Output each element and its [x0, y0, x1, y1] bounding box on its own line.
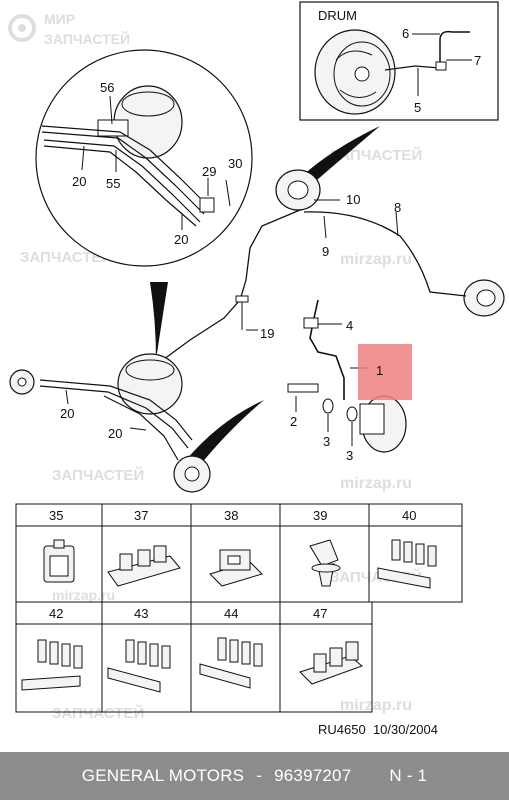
callout-4: 4: [346, 318, 353, 333]
watermark-text: ЗАПЧАСТЕЙ: [20, 248, 112, 266]
clip-44-icon: [199, 637, 263, 689]
part-label-35: 35: [49, 508, 63, 523]
parts-grid: 35 37 38 39 40 42 43 44 47: [15, 503, 463, 713]
clip-47-icon: [299, 641, 363, 685]
footer-bar: GENERAL MOTORS - 96397207 N - 1: [0, 752, 509, 800]
clip-35-icon: [43, 539, 75, 583]
clip-39-icon: [309, 539, 341, 587]
callout-19: 19: [260, 326, 274, 341]
callout-1: 1: [376, 363, 383, 378]
highlight-box: [358, 344, 412, 400]
callout-10: 10: [346, 192, 360, 207]
clip-38-icon: [209, 549, 263, 587]
part-label-39: 39: [313, 508, 327, 523]
part-label-47: 47: [313, 606, 327, 621]
callout-8: 8: [394, 200, 401, 215]
callout-29: 29: [202, 164, 216, 179]
watermark-text: ЗАПЧАСТЕЙ: [52, 704, 144, 722]
watermark-text: ЗАПЧАСТЕЙ: [52, 466, 144, 484]
part-label-44: 44: [224, 606, 238, 621]
callout-30: 30: [228, 156, 242, 171]
callout-20: 20: [72, 174, 86, 189]
watermark-text: mirzap.ru: [52, 587, 115, 603]
clip-37-icon: [107, 545, 181, 587]
callout-6: 6: [402, 26, 409, 41]
drawing-code: RU4650: [318, 722, 366, 737]
callout-9: 9: [322, 244, 329, 259]
callout-5: 5: [414, 100, 421, 115]
clip-43-icon: [107, 639, 171, 693]
drawing-reference: RU4650 10/30/2004: [318, 722, 438, 737]
callout-7: 7: [474, 53, 481, 68]
callout-2: 2: [290, 414, 297, 429]
part-label-37: 37: [134, 508, 148, 523]
watermark-logo-icon: [8, 14, 36, 42]
callout-20: 20: [60, 406, 74, 421]
pointer-swoosh: [150, 282, 168, 360]
drum-inset: DRUM 6 7 5: [299, 1, 499, 121]
page-indicator: N - 1: [389, 766, 428, 785]
drum-inset-title: DRUM: [318, 8, 357, 23]
callout-56: 56: [100, 80, 114, 95]
clip-40-icon: [377, 539, 437, 589]
pointer-swoosh: [186, 400, 264, 470]
part-label-38: 38: [224, 508, 238, 523]
watermark-text: ЗАПЧАСТЕЙ: [44, 30, 130, 47]
callout-20: 20: [108, 426, 122, 441]
callout-20: 20: [174, 232, 188, 247]
callout-3: 3: [323, 434, 330, 449]
main-assembly: 10 8 9 19 4 1 2 3 3 20 20: [9, 169, 505, 493]
separator: -: [256, 766, 263, 785]
watermark-text: ЗАПЧАСТЕЙ: [330, 146, 422, 164]
callout-3: 3: [346, 448, 353, 463]
watermark-text: mirzap.ru: [340, 475, 412, 492]
drawing-date: 10/30/2004: [372, 722, 439, 737]
pointer-swoosh: [300, 126, 380, 186]
callout-55: 55: [106, 176, 120, 191]
booster-inset: 56 20 55 29 30 20: [35, 49, 253, 267]
clip-42-icon: [21, 639, 83, 691]
watermark-layer: МИР ЗАПЧАСТЕЙ ЗАПЧАСТЕЙ ЗАПЧАСТЕЙ mirzap…: [8, 11, 422, 722]
watermark-text: mirzap.ru: [340, 251, 412, 268]
watermark-text: mirzap.ru: [340, 697, 412, 714]
part-label-40: 40: [402, 508, 416, 523]
part-label-42: 42: [49, 606, 63, 621]
part-label-43: 43: [134, 606, 148, 621]
watermark-text: МИР: [44, 11, 75, 27]
part-number: 96397207: [274, 766, 352, 785]
brand-name: GENERAL MOTORS: [81, 766, 245, 785]
